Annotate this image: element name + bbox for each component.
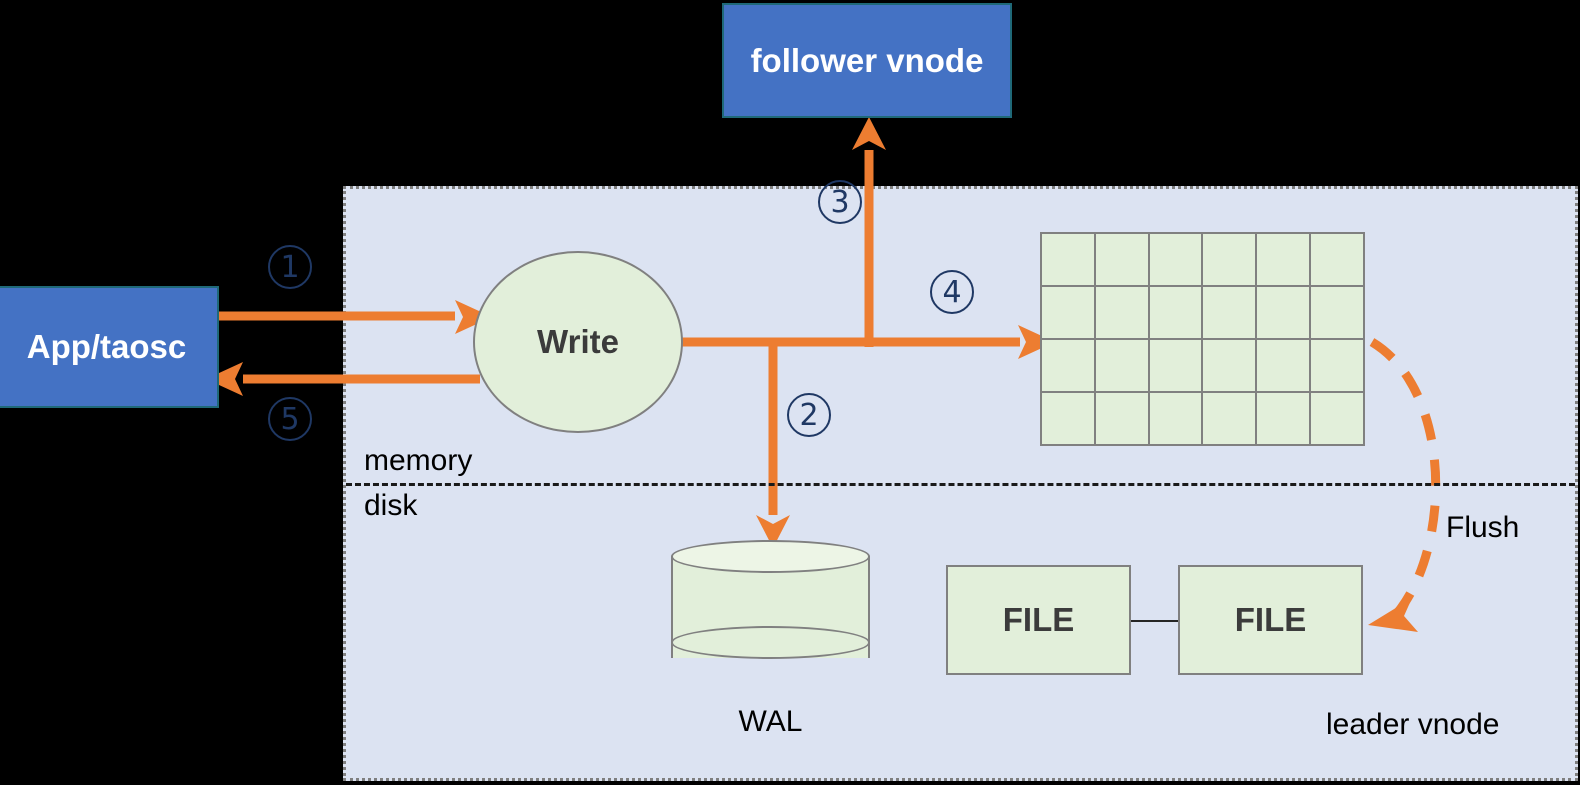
memtable-cell: [1311, 234, 1363, 285]
memtable-cell: [1149, 287, 1202, 338]
step-marker-3: 3: [818, 180, 862, 224]
file-box-2[interactable]: FILE: [1178, 565, 1363, 675]
memtable-cell: [1311, 287, 1363, 338]
memtable-cell: [1203, 287, 1256, 338]
memtable-cell: [1149, 234, 1202, 285]
step-marker-2: 2: [787, 393, 831, 437]
memory-label: memory: [364, 444, 473, 477]
step-marker-5: 5: [268, 397, 312, 441]
step-marker-1: 1: [268, 245, 312, 289]
memory-disk-divider: [346, 483, 1575, 486]
follower-vnode-label: follower vnode: [750, 41, 984, 79]
memtable-grid: [1040, 232, 1365, 446]
memtable-cell: [1203, 234, 1256, 285]
memtable-cell: [1311, 393, 1363, 444]
memtable-cell: [1042, 287, 1094, 338]
step-marker-4: 4: [930, 270, 974, 314]
file-connector-line: [1131, 620, 1178, 622]
memtable-cell: [1042, 393, 1094, 444]
memtable-cell: [1095, 287, 1148, 338]
file-box-2-label: FILE: [1234, 601, 1307, 638]
file-box-1[interactable]: FILE: [946, 565, 1131, 675]
flush-label: Flush: [1446, 511, 1520, 544]
memtable-cell: [1257, 234, 1310, 285]
memtable-cell: [1203, 393, 1256, 444]
leader-vnode-label: leader vnode: [1326, 708, 1500, 741]
memtable-cell: [1042, 234, 1094, 285]
memtable-cell: [1311, 340, 1363, 391]
wal-cylinder: [671, 540, 870, 673]
disk-label: disk: [364, 489, 418, 522]
app-taosc-box[interactable]: App/taosc: [0, 286, 219, 408]
wal-cylinder-top: [671, 540, 870, 573]
app-taosc-label: App/taosc: [26, 328, 187, 366]
file-box-1-label: FILE: [1002, 601, 1075, 638]
memtable-cell: [1257, 340, 1310, 391]
memtable-cell: [1149, 393, 1202, 444]
wal-cylinder-bottom: [671, 626, 870, 659]
memtable-cell: [1257, 287, 1310, 338]
wal-label: WAL: [738, 705, 803, 738]
memtable-cell: [1095, 393, 1148, 444]
memtable-cell: [1095, 340, 1148, 391]
follower-vnode-box[interactable]: follower vnode: [722, 3, 1012, 118]
memtable-cell: [1149, 340, 1202, 391]
write-label: Write: [537, 323, 619, 360]
write-node[interactable]: Write: [473, 251, 683, 433]
memtable-cell: [1203, 340, 1256, 391]
memtable-cell: [1095, 234, 1148, 285]
memtable-cell: [1042, 340, 1094, 391]
memtable-cell: [1257, 393, 1310, 444]
